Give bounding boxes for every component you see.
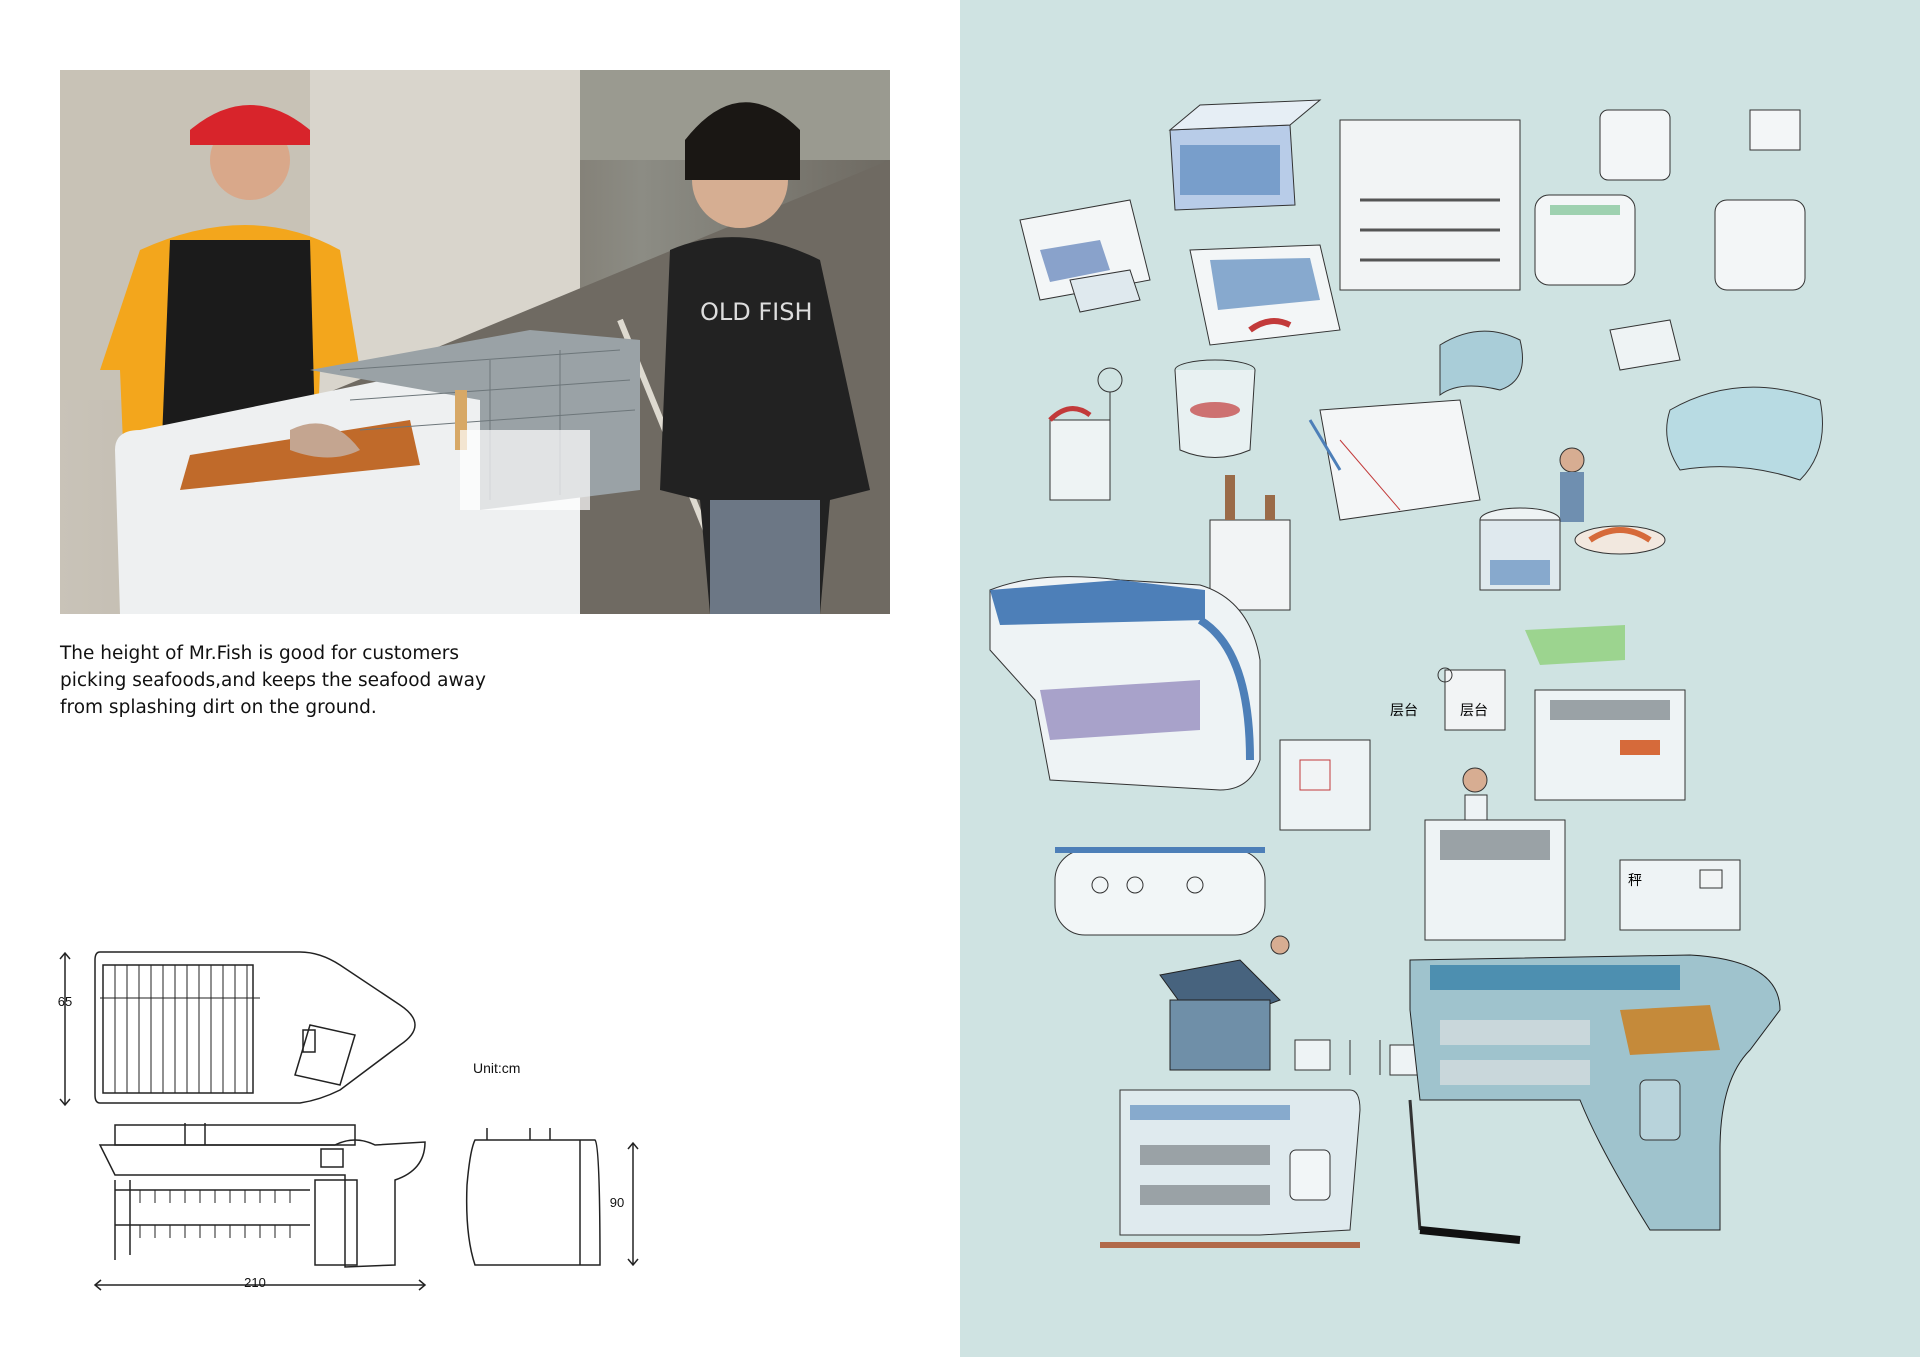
counter-tag-3: 秤 bbox=[1628, 873, 1642, 889]
side-view bbox=[465, 1128, 639, 1267]
sketch-scale-station: 秤 bbox=[1619, 859, 1741, 931]
sketch-figure-counter bbox=[1048, 367, 1123, 501]
sketch-figure-booth bbox=[1054, 847, 1266, 936]
sketch-knife-block bbox=[1209, 475, 1291, 611]
man-jeans bbox=[710, 500, 820, 614]
left-page: OLD FISH The height of Mr.Fish is good f… bbox=[57, 70, 890, 1291]
sketch-green-basket-unit bbox=[1525, 625, 1686, 801]
caption: The height of Mr.Fish is good for custom… bbox=[60, 640, 540, 721]
red-cap bbox=[190, 105, 310, 145]
sketch-drawer-units bbox=[1534, 109, 1806, 291]
sketch-jar bbox=[1174, 359, 1256, 458]
fish bbox=[290, 423, 360, 458]
sketch-vendor-station bbox=[1424, 767, 1566, 941]
photo-illustration: OLD FISH bbox=[60, 70, 890, 614]
sketch-final-cart-right bbox=[1408, 954, 1781, 1244]
top-view bbox=[59, 951, 416, 1107]
dim-height: 90 bbox=[610, 1195, 624, 1210]
sketch-wave-trays bbox=[1439, 319, 1823, 481]
sketch-open-tub bbox=[1189, 244, 1341, 346]
front-view bbox=[93, 1123, 427, 1291]
cutting-board bbox=[180, 420, 420, 490]
caption-line-2: picking seafoods,and keeps the seafood a… bbox=[60, 670, 486, 691]
sketch-tag-stand: 层台 bbox=[1390, 667, 1453, 719]
dim-depth: 65 bbox=[58, 994, 72, 1009]
unit-label: Unit:cm bbox=[473, 1060, 520, 1076]
caption-line-3: from splashing dirt on the ground. bbox=[60, 697, 377, 718]
sketch-basket-stack bbox=[1019, 199, 1151, 313]
sketch-fridge-shelves bbox=[1339, 119, 1521, 291]
sketch-curved-display-unit bbox=[989, 576, 1261, 791]
sketch-small-counters: 层台 bbox=[1279, 669, 1506, 831]
sketch-round-bins bbox=[1479, 447, 1666, 591]
counter-tag-1: 层台 bbox=[1460, 703, 1488, 719]
sketch-final-cart-left bbox=[1100, 1089, 1361, 1248]
concept-sketches: 层台 层台 秤 bbox=[960, 0, 1920, 1357]
shirt-text: OLD FISH bbox=[700, 298, 813, 326]
product-photo: OLD FISH bbox=[60, 70, 890, 614]
sketch-cart-outline bbox=[1308, 399, 1481, 521]
caption-line-1: The height of Mr.Fish is good for custom… bbox=[60, 643, 460, 664]
right-page: 层台 层台 秤 bbox=[960, 0, 1920, 1357]
counter-tag-2: 层台 bbox=[1390, 703, 1418, 719]
sketch-dark-kiosk bbox=[1159, 935, 1290, 1071]
sketch-glass-tank bbox=[1168, 99, 1322, 211]
dim-length: 210 bbox=[244, 1275, 266, 1290]
technical-drawings: 65 Unit:cm bbox=[58, 951, 639, 1291]
